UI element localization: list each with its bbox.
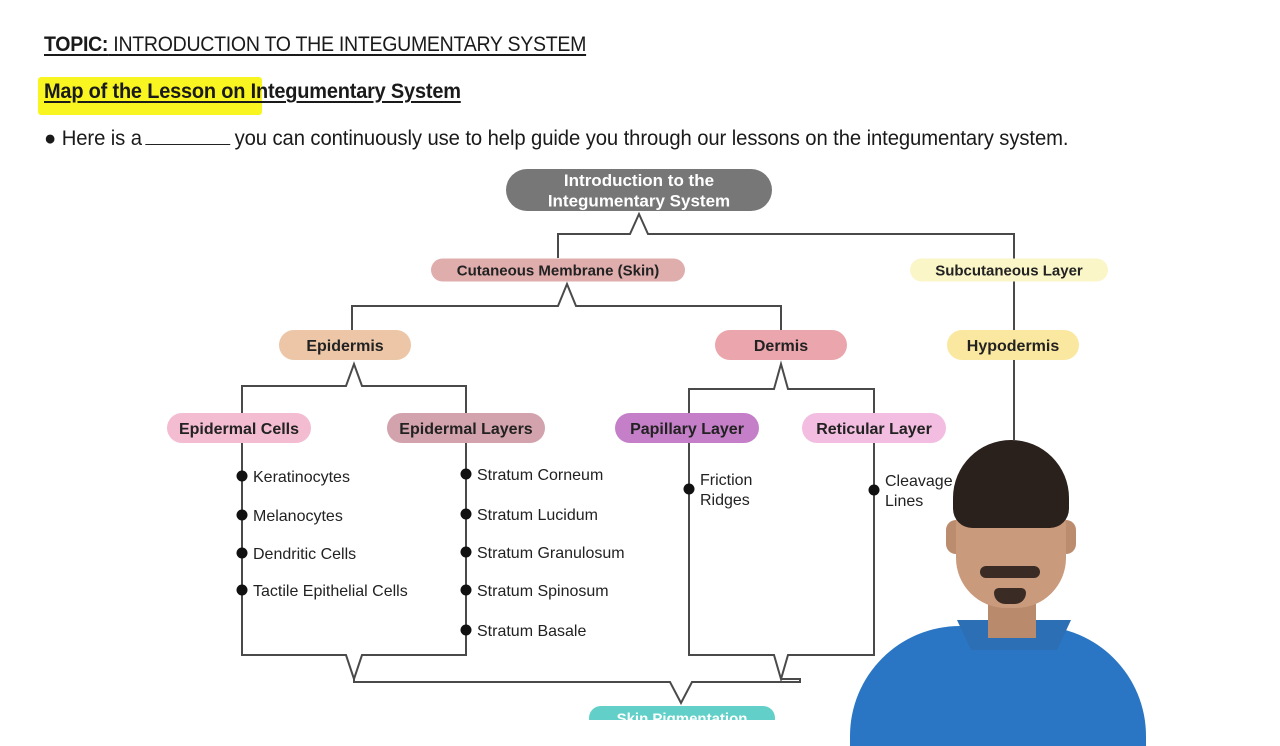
epidermal-cell-item: Tactile Epithelial Cells	[253, 583, 408, 600]
epidermal-cell-bullet	[236, 509, 248, 521]
topic-heading: TOPIC: INTRODUCTION TO THE INTEGUMENTARY…	[44, 33, 586, 57]
epidermal-layer-bullet	[460, 508, 472, 520]
epidermal-cell-item: Melanocytes	[253, 508, 343, 525]
papillary-item: Ridges	[700, 492, 750, 509]
epidermal-layer-item: Stratum Lucidum	[477, 507, 598, 524]
bullet-dot: ●	[44, 127, 57, 150]
epidermal-cell-bullet	[236, 547, 248, 559]
node-subcutaneous-layer-label: Subcutaneous Layer	[935, 262, 1083, 279]
node-epidermal-cells-label: Epidermal Cells	[179, 421, 299, 438]
node-epidermal-layers-pill	[387, 413, 545, 443]
reticular-item: Cleavage	[885, 473, 953, 490]
node-cutaneous-membrane: Cutaneous Membrane (Skin)	[431, 258, 685, 282]
epidermal-layer-item: Stratum Corneum	[477, 467, 603, 484]
node-epidermal-layers: Epidermal Layers	[387, 413, 545, 443]
connector-bottom	[353, 678, 801, 706]
node-papillary-layer: Papillary Layer	[615, 413, 759, 443]
node-hypodermis-label: Hypodermis	[967, 338, 1060, 355]
presenter-beard	[994, 588, 1026, 604]
reticular-item: Lines	[885, 493, 923, 510]
node-reticular-layer-pill	[802, 413, 946, 443]
node-epidermis-label: Epidermis	[306, 338, 383, 355]
topic-label: TOPIC:	[44, 33, 109, 56]
node-cutaneous-membrane-label: Cutaneous Membrane (Skin)	[457, 262, 660, 279]
connector-epidermis	[241, 361, 467, 416]
epidermal-cell-item: Keratinocytes	[253, 469, 350, 486]
connector-root	[557, 211, 1015, 440]
node-epidermal-cells-pill	[167, 413, 311, 443]
bullet-text-after: you can continuously use to help guide y…	[234, 127, 1069, 150]
bullet-text-before: Here is a	[61, 127, 142, 150]
connector-cutaneous	[351, 281, 782, 330]
papillary-item: Friction	[700, 472, 752, 489]
topic-text: INTRODUCTION TO THE INTEGUMENTARY SYSTEM	[108, 33, 587, 56]
node-hypodermis-pill	[947, 330, 1079, 360]
node-hypodermis: Hypodermis	[947, 330, 1079, 360]
node-epidermal-layers-label: Epidermal Layers	[399, 421, 533, 438]
node-skin-pigmentation-label: Skin Pigmentation	[617, 710, 748, 720]
epidermal-layer-bullet	[460, 468, 472, 480]
title-highlight	[38, 77, 262, 115]
epidermal-cell-bullet	[236, 584, 248, 596]
epidermal-cell-bullet	[236, 470, 248, 482]
epidermal-layer-bullet	[460, 584, 472, 596]
node-root-label: Integumentary System	[548, 191, 730, 210]
connector-lines	[241, 211, 1015, 706]
connector-dermis	[688, 360, 875, 416]
reticular-bullet	[868, 484, 880, 496]
node-papillary-layer-pill	[615, 413, 759, 443]
node-dermis-pill	[715, 330, 847, 360]
presenter-video	[848, 430, 1148, 746]
node-root-pill	[506, 169, 772, 211]
fill-in-blank	[145, 126, 231, 145]
presenter-hair	[953, 440, 1069, 528]
node-subcutaneous-layer-pill	[910, 258, 1108, 282]
epidermal-layer-item: Stratum Basale	[477, 623, 586, 640]
node-dermis-label: Dermis	[754, 338, 808, 355]
node-papillary-layer-label: Papillary Layer	[630, 421, 744, 438]
node-epidermal-cells: Epidermal Cells	[167, 413, 311, 443]
node-skin-pigmentation: Skin Pigmentation	[589, 706, 775, 720]
node-cutaneous-membrane-pill	[431, 258, 685, 282]
node-reticular-layer: Reticular Layer	[802, 413, 946, 443]
epidermal-layer-bullet	[460, 624, 472, 636]
papillary-bullet	[683, 483, 695, 495]
epidermal-layer-item: Stratum Spinosum	[477, 583, 609, 600]
lesson-title: Map of the Lesson on Integumentary Syste…	[44, 80, 461, 103]
epidermal-layer-item: Stratum Granulosum	[477, 545, 625, 562]
node-dermis: Dermis	[715, 330, 847, 360]
node-skin-pigmentation-pill	[589, 706, 775, 720]
node-root-label: Introduction to the	[564, 171, 714, 190]
node-epidermis: Epidermis	[279, 330, 411, 360]
epidermal-cell-item: Dendritic Cells	[253, 546, 356, 563]
node-reticular-layer-label: Reticular Layer	[816, 421, 932, 438]
node-subcutaneous-layer: Subcutaneous Layer	[910, 258, 1108, 282]
bullet-line: ● Here is a you can continuously use to h…	[44, 126, 1069, 151]
presenter-mustache	[980, 566, 1040, 578]
node-epidermis-pill	[279, 330, 411, 360]
epidermal-layer-bullet	[460, 546, 472, 558]
